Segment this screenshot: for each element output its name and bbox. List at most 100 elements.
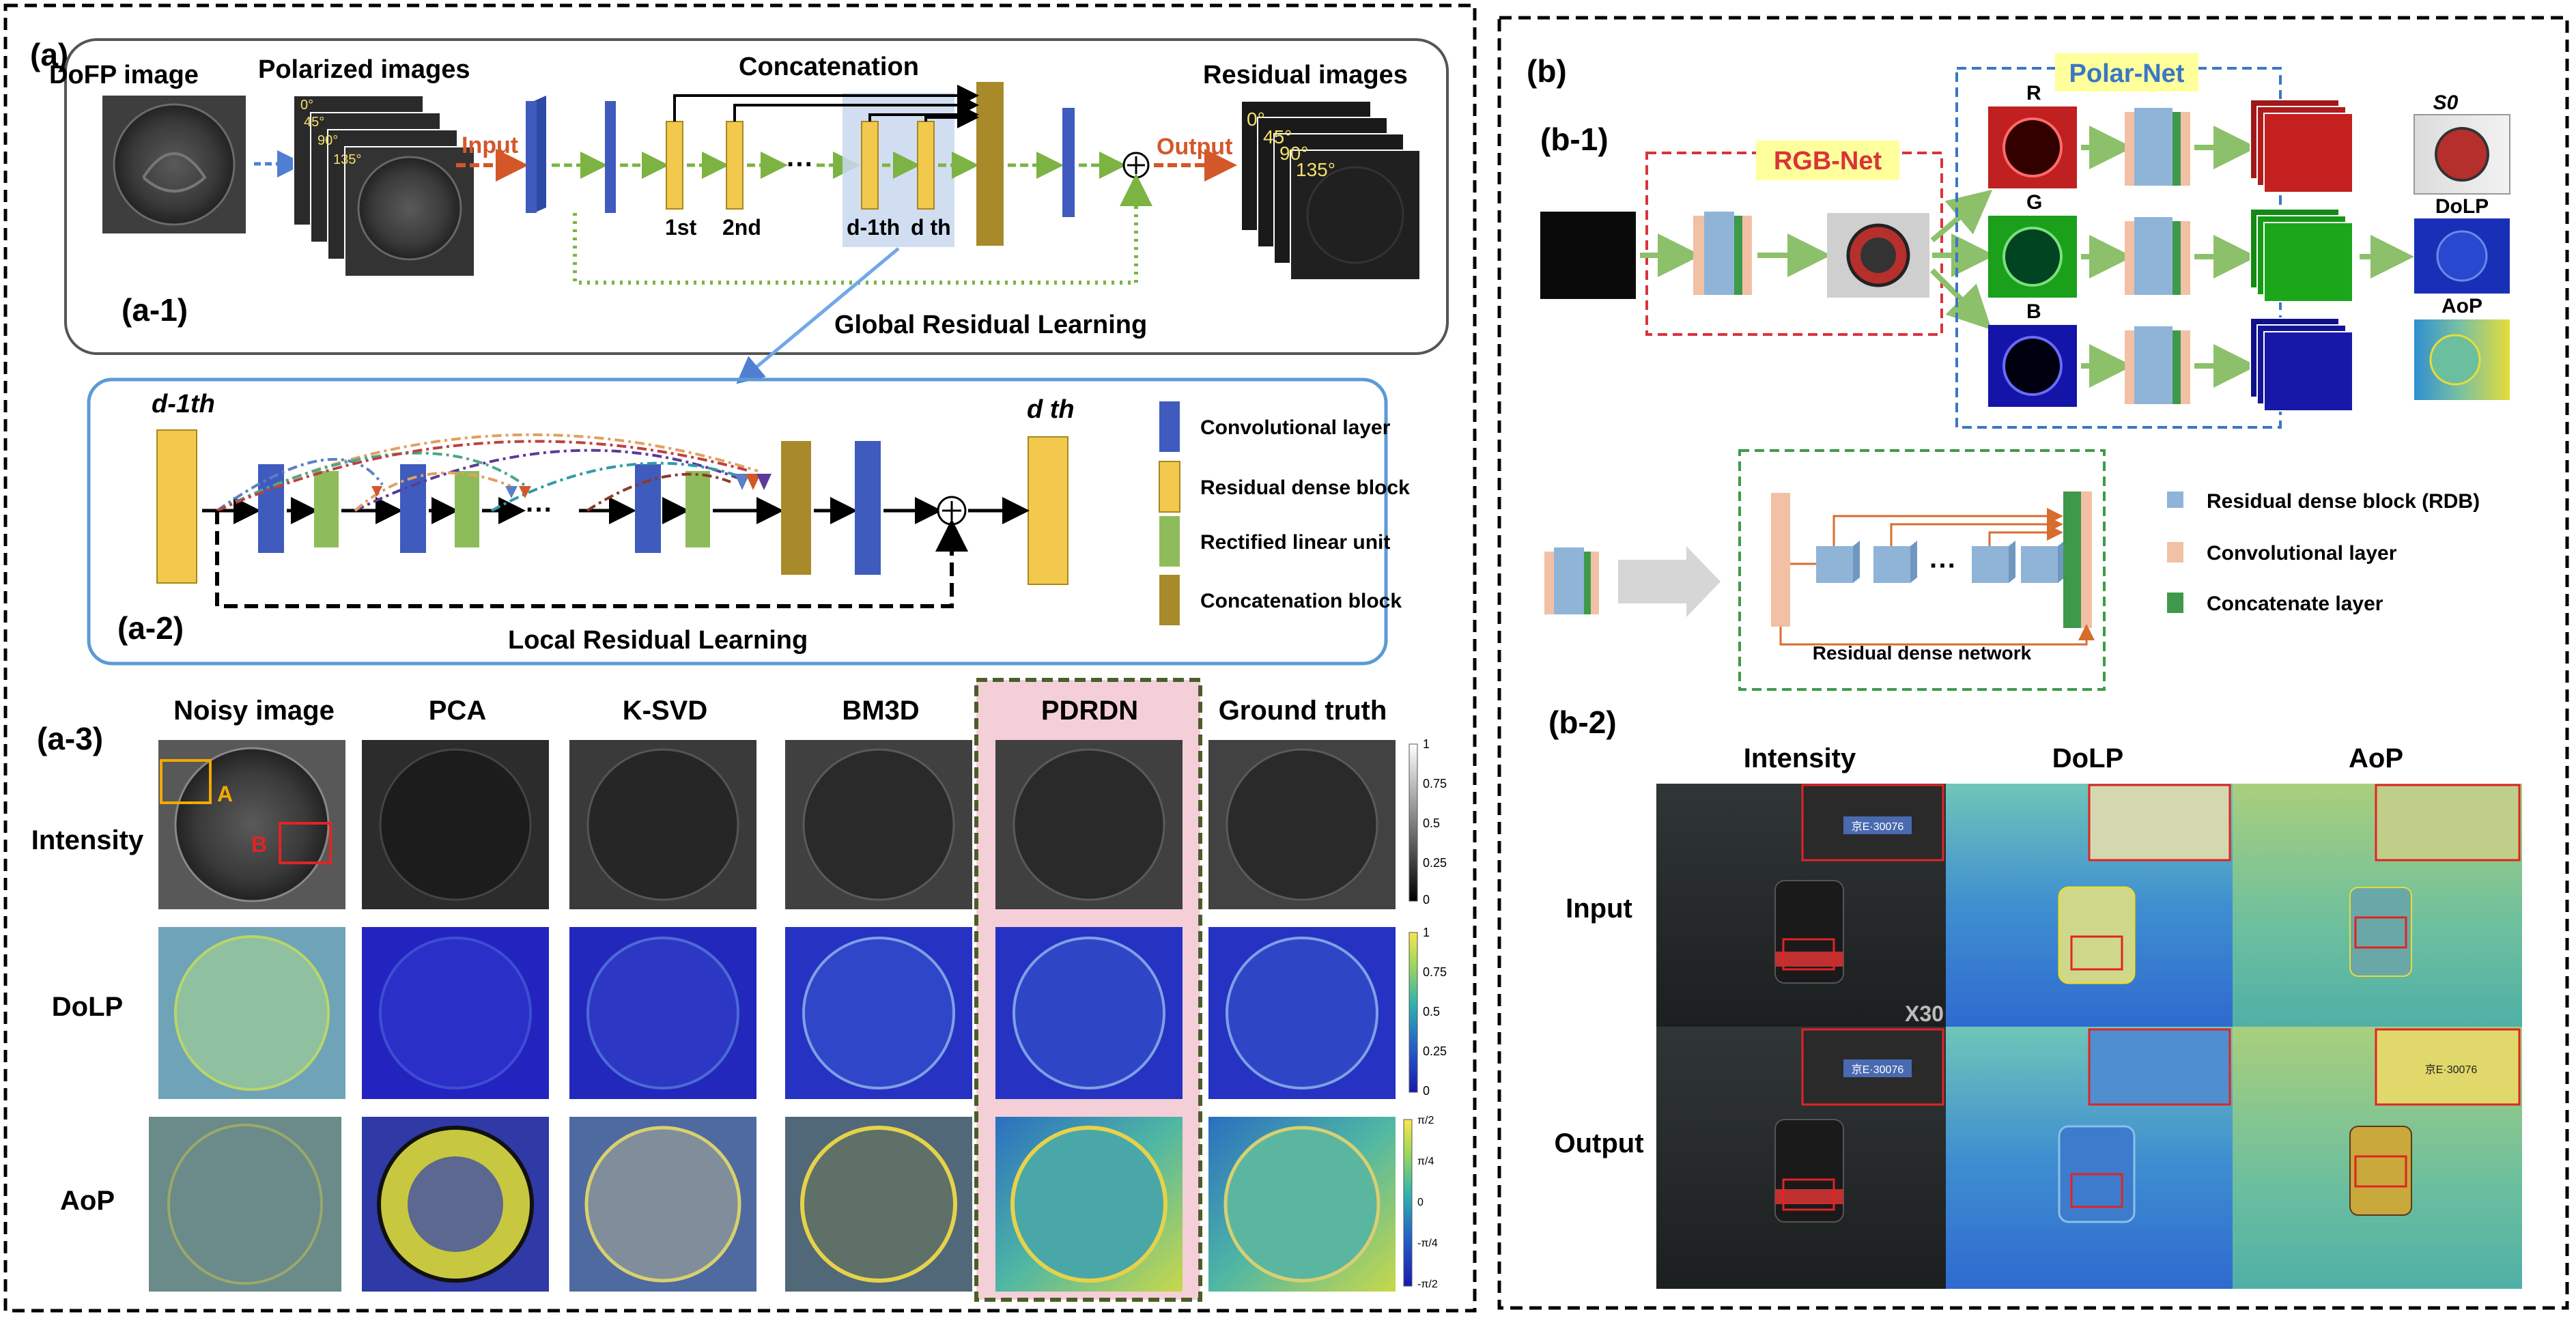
a2-arrowheads <box>371 474 772 498</box>
a3-col-pdrdn: PDRDN <box>1041 696 1138 726</box>
a3-col-ksvd: K-SVD <box>623 696 707 726</box>
svg-text:0.75: 0.75 <box>1423 965 1447 979</box>
a2-rdb-out <box>1028 436 1068 585</box>
b2-label: (b-2) <box>1548 704 1617 740</box>
b2-insets <box>1801 784 2521 1106</box>
svg-text:1: 1 <box>1423 737 1430 751</box>
svg-text:1: 1 <box>1423 926 1430 939</box>
a1-rdb-d1 <box>861 121 879 210</box>
polarized-stack <box>293 95 475 277</box>
b1-dolp-label: DoLP <box>2435 195 2489 218</box>
b1-rgbnet-block <box>1693 212 1752 295</box>
zoom-pointer <box>736 247 900 384</box>
b-output-stack <box>2250 317 2353 412</box>
b2-column-headers: Intensity DoLP AoP <box>1744 743 2403 773</box>
zoom-label: X30 <box>1905 1001 1944 1026</box>
angle-in-45: 45° <box>304 115 324 130</box>
b-legend-concat-swatch <box>2167 593 2183 613</box>
b-legend-rdb-swatch <box>2167 491 2183 508</box>
cbar-intensity-ticks: 1 0.75 0.5 0.25 0 <box>1423 737 1447 907</box>
b2-roi-boxes <box>1782 916 2407 1211</box>
legend-conv-swatch <box>1159 401 1180 452</box>
channel-b-label: B <box>2026 300 2041 323</box>
dofp-label: DoFP image <box>49 61 199 89</box>
rgbnet-label: RGB-Net <box>1774 147 1882 175</box>
a3-col-noisy: Noisy image <box>173 696 335 726</box>
marker-a-box <box>160 759 212 804</box>
svg-text:0: 0 <box>1423 1084 1430 1098</box>
b1-branch-b <box>1930 268 1992 330</box>
svg-text:0.5: 0.5 <box>1423 816 1440 830</box>
g-block <box>2125 217 2190 295</box>
a2-dots: ··· <box>526 495 553 525</box>
plate-out-intensity: 京E·30076 <box>1852 1064 1904 1076</box>
angle-out-0: 0° <box>1247 109 1265 130</box>
a1-dots: ··· <box>787 149 814 180</box>
marker-b-box <box>279 822 332 864</box>
legend-relu-swatch <box>1159 516 1180 567</box>
svg-text:0.25: 0.25 <box>1423 1044 1447 1058</box>
channel-r-label: R <box>2026 82 2041 104</box>
r-output-stack <box>2250 99 2353 193</box>
svg-text:-π/2: -π/2 <box>1417 1279 1438 1290</box>
legend-rdb-swatch <box>1159 461 1180 513</box>
marker-a-label: A <box>217 782 233 806</box>
a2-dense-arcs <box>216 433 759 512</box>
b1-label: (b-1) <box>1540 122 1609 157</box>
channel-r-manhole <box>2002 117 2063 177</box>
rdn-conv-out <box>2081 491 2092 628</box>
rdn-expand-arrow <box>1618 546 1721 617</box>
panel-a-frame <box>3 3 1477 1313</box>
a2-rdb-in <box>156 429 197 584</box>
rdn-label: Residual dense network <box>1813 642 2032 664</box>
a2-d-label: d th <box>1027 395 1075 424</box>
plate-in-intensity: 京E·30076 <box>1852 821 1904 833</box>
rgbnet-frame <box>1645 152 1943 336</box>
svg-text:π/2: π/2 <box>1417 1115 1434 1126</box>
polarnet-title-bg <box>2055 53 2198 91</box>
a3-col-bm3d: BM3D <box>842 696 919 726</box>
residual-stack <box>1241 100 1421 281</box>
residual-label: Residual images <box>1203 61 1408 89</box>
input-label: Input <box>462 132 518 158</box>
rdn-blocks <box>1816 541 2065 583</box>
rdn-icon-block <box>1544 547 1599 614</box>
a3-label: (a-3) <box>37 721 103 756</box>
g-output-stack <box>2250 208 2353 302</box>
rdn-conv-in <box>1771 493 1790 627</box>
legend-rdb-label: Residual dense block <box>1200 476 1410 499</box>
a3-dolp-row <box>158 927 1396 1099</box>
legend-concat-swatch <box>1159 575 1180 625</box>
global-label: Global Residual Learning <box>834 311 1147 339</box>
b2-row-input: Input <box>1566 894 1632 924</box>
angle-in-135: 135° <box>333 152 361 167</box>
a2-frame <box>87 377 1388 666</box>
angle-out-45: 45° <box>1263 126 1292 147</box>
a1-rdb-d <box>917 121 935 210</box>
a3-col-gt: Ground truth <box>1219 696 1387 726</box>
angle-in-0: 0° <box>300 98 313 113</box>
a3-row-headers: Intensity DoLP AoP <box>31 825 144 1216</box>
local-residual-path <box>215 511 968 608</box>
cbar-dolp <box>1409 932 1418 1093</box>
a1-concat-block <box>976 82 1004 246</box>
a3-row-dolp: DoLP <box>52 992 123 1022</box>
a3-col-pca: PCA <box>429 696 486 726</box>
rdn-frame <box>1738 449 2106 691</box>
rdn-concat <box>2063 491 2081 628</box>
a1-rdb-1st <box>666 121 683 210</box>
svg-text:0.25: 0.25 <box>1423 856 1447 870</box>
b1-aop-label: AoP <box>2441 295 2482 317</box>
b2-row-headers: Input Output <box>1554 894 1643 1158</box>
panel-b-frame <box>1497 16 2569 1310</box>
a2-d1-label: d-1th <box>152 390 215 418</box>
a1-rdb-2nd <box>726 121 744 210</box>
b1-input-raw <box>1540 212 1636 299</box>
a1-conv-1-side <box>534 96 546 213</box>
dofp-coin <box>113 103 236 226</box>
cbar-intensity <box>1409 743 1418 902</box>
cbar-dolp-ticks: 1 0.75 0.5 0.25 0 <box>1423 926 1447 1098</box>
a1-frame <box>64 38 1449 355</box>
panel-b-label: (b) <box>1527 53 1567 89</box>
